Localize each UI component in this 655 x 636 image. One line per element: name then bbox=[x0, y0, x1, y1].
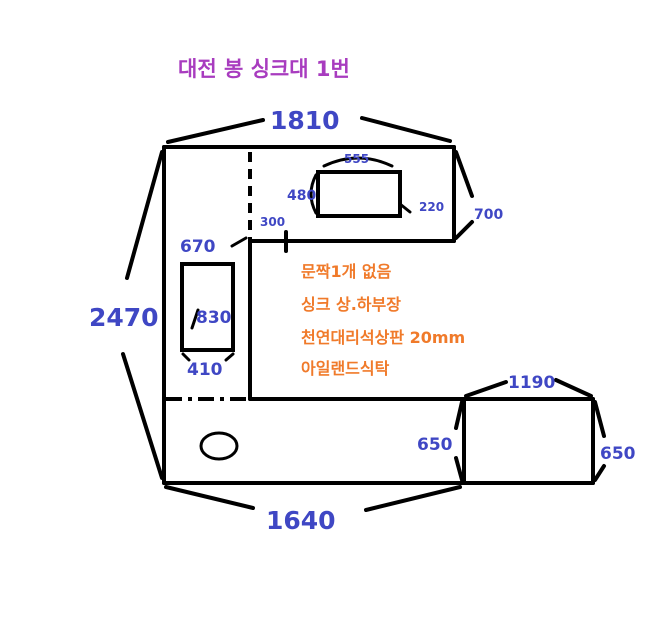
diagram-title: 대전 봉 싱크대 1번 bbox=[178, 57, 350, 81]
top-dim-line-right bbox=[360, 116, 452, 143]
island-dim-line-left bbox=[464, 380, 508, 398]
dim-sink-offset: 220 bbox=[419, 200, 444, 214]
sink-width-arc bbox=[322, 156, 394, 168]
dim-island-right-depth: 650 bbox=[600, 444, 636, 464]
sink-offset-tick bbox=[398, 202, 412, 214]
inner-width-tick bbox=[230, 236, 248, 248]
cooktop-rectangle bbox=[180, 262, 235, 352]
bottom-dim-line-right bbox=[364, 485, 462, 512]
island-left-dim-line-top bbox=[454, 400, 464, 430]
cooktop-tick-left bbox=[181, 352, 191, 362]
sink-rectangle bbox=[316, 170, 402, 218]
note-no-door: 문짝1개 없음 bbox=[301, 262, 392, 281]
dim-left-height: 2470 bbox=[89, 303, 159, 332]
note-marble-top: 천연대리석상판 20mm bbox=[301, 328, 465, 347]
dim-cooktop-width: 410 bbox=[187, 360, 223, 380]
sink-depth-arc bbox=[309, 173, 318, 215]
dim-inner-width: 670 bbox=[180, 237, 216, 257]
note-island-table: 아일랜드식탁 bbox=[301, 359, 390, 378]
bottom-dim-line-left bbox=[164, 485, 255, 510]
sink-bowl-circle bbox=[199, 431, 239, 461]
dim-offset-300: 300 bbox=[260, 215, 285, 229]
island-right-dim-line-top bbox=[593, 400, 606, 438]
dim-sink-depth: 480 bbox=[287, 188, 316, 204]
left-dim-line-bottom bbox=[121, 352, 164, 480]
top-dim-line-left bbox=[166, 118, 265, 144]
cooktop-tick-right bbox=[224, 352, 235, 362]
right-dim-line-bottom bbox=[454, 220, 474, 240]
dim-sink-width: 555 bbox=[344, 152, 369, 166]
cooktop-length-tick bbox=[190, 308, 200, 330]
right-dim-line-top bbox=[454, 150, 474, 198]
dim-bottom-width: 1640 bbox=[266, 506, 336, 535]
note-sink-cabinets: 싱크 상.하부장 bbox=[301, 295, 401, 314]
dim-island-width: 1190 bbox=[508, 373, 555, 393]
island-left-dim-line-bottom bbox=[454, 456, 464, 482]
dim-top-width: 1810 bbox=[270, 106, 340, 135]
dim-cooktop-length: 830 bbox=[196, 308, 232, 328]
dim-island-left-depth: 650 bbox=[417, 435, 453, 455]
dim-right-depth: 700 bbox=[474, 207, 503, 223]
island-right-dim-line-bottom bbox=[593, 464, 606, 482]
left-dim-line-top bbox=[125, 150, 164, 280]
island-dim-line-right bbox=[554, 378, 593, 398]
